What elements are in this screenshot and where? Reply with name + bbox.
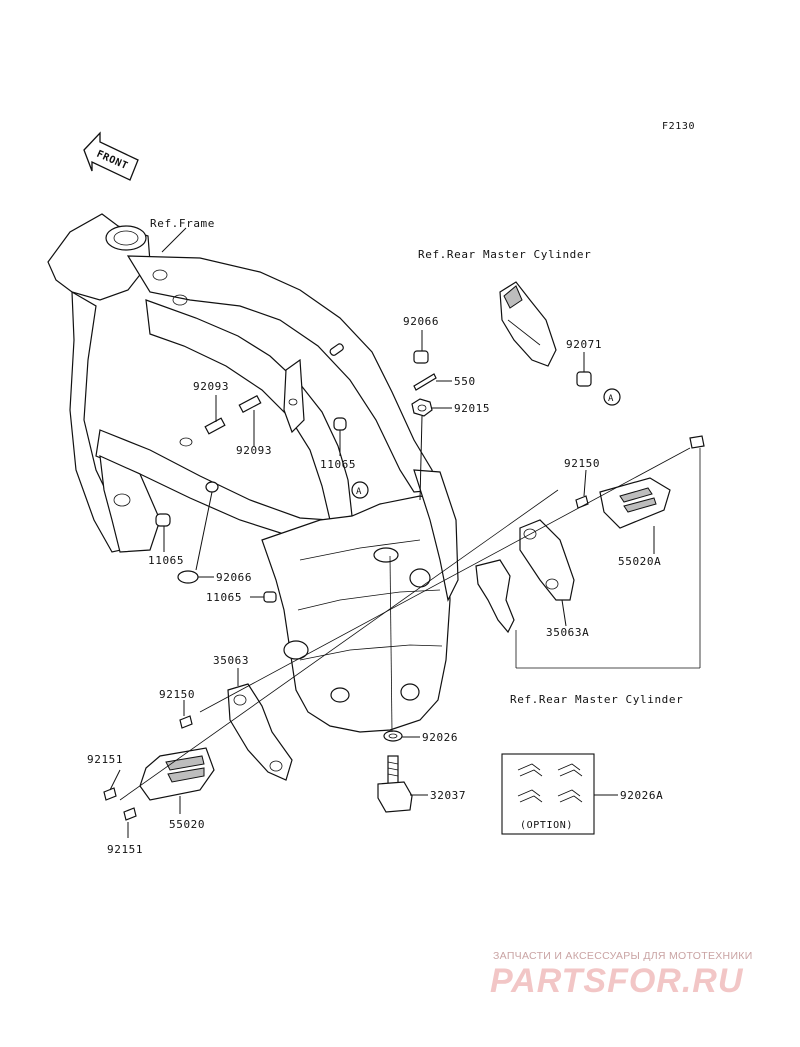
bolt-92151-bottom: [123, 807, 137, 821]
bracket-35063: [227, 683, 293, 781]
grommet-92071: [576, 371, 592, 387]
watermark-tagline: ЗАПЧАСТИ И АКСЕССУАРЫ ДЛЯ МОТОТЕХНИКИ: [493, 950, 753, 962]
label-92151-bottom: 92151: [107, 843, 143, 856]
watermark-brand[interactable]: PARTSFOR.RU: [490, 962, 744, 1000]
grommet-92066-top: [413, 350, 429, 364]
rear-master-reservoir: A: [499, 281, 621, 406]
marker-a-reservoir: A: [608, 394, 614, 404]
bolt-top-right: [689, 435, 705, 449]
bolt-92150-left: [179, 715, 193, 729]
leader-lines: [109, 227, 701, 838]
plug-11065-b: [155, 513, 171, 527]
pin-550: [413, 373, 437, 391]
label-55020A: 55020A: [618, 555, 661, 568]
front-direction-arrow: FRONT: [83, 131, 139, 181]
label-11065-b: 11065: [148, 554, 184, 567]
plug-frame: [205, 481, 219, 493]
label-92150-left: 92150: [159, 688, 195, 701]
figure-code: F2130: [662, 121, 695, 132]
part-labels: Ref.Frame Ref.Rear Master Cylinder 92066…: [87, 217, 683, 856]
bracket-35063A: [519, 519, 575, 601]
label-55020: 55020: [169, 818, 205, 831]
label-92151-top: 92151: [87, 753, 123, 766]
cap-92093-b: [238, 394, 262, 414]
label-11065-a: 11065: [320, 458, 356, 471]
right-footrest-assembly: [475, 435, 705, 634]
plug-11065-c: [263, 591, 277, 603]
label-11065-c: 11065: [206, 591, 242, 604]
label-92093-b: 92093: [236, 444, 272, 457]
label-92026A: 92026A: [620, 789, 663, 802]
washer-92026: [383, 730, 403, 742]
cap-92066-left: [177, 570, 199, 584]
label-35063A: 35063A: [546, 626, 589, 639]
label-32037: 32037: [430, 789, 466, 802]
label-35063: 35063: [213, 654, 249, 667]
ref-frame-label: Ref.Frame: [150, 217, 215, 230]
left-footrest-assembly: [103, 683, 293, 821]
marker-a-frame: A: [356, 487, 362, 497]
ref-rear-master-bottom-label: Ref.Rear Master Cylinder: [510, 693, 683, 706]
ref-rear-master-top-label: Ref.Rear Master Cylinder: [418, 248, 591, 261]
label-92150-right: 92150: [564, 457, 600, 470]
option-label: (OPTION): [520, 820, 573, 831]
label-92066-left: 92066: [216, 571, 252, 584]
label-92015: 92015: [454, 402, 490, 415]
master-cylinder: [475, 559, 515, 634]
center-lower-parts: [377, 730, 413, 813]
label-92026: 92026: [422, 731, 458, 744]
nut-92015: [411, 398, 433, 417]
frame-illustration: [47, 213, 459, 733]
option-shims-box: (OPTION): [501, 753, 595, 835]
cap-92093-a: [204, 417, 226, 435]
label-550: 550: [454, 375, 476, 388]
frame-small-parts: A: [155, 350, 437, 603]
label-92066-top: 92066: [403, 315, 439, 328]
label-92093-a: 92093: [193, 380, 229, 393]
label-92071: 92071: [566, 338, 602, 351]
plug-11065-a: [333, 417, 347, 431]
